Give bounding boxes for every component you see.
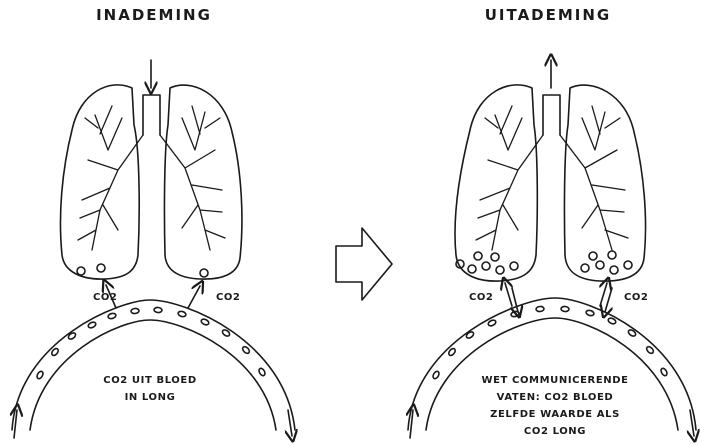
left-lung (60, 85, 139, 279)
transition-arrow-icon (336, 228, 392, 300)
co2-exchange-arrow-right-back (605, 288, 612, 312)
right-lung (164, 85, 241, 279)
left-lung-exhale (455, 85, 537, 281)
co2-arrow-right (188, 286, 200, 308)
caption-exhale: WET COMMUNICERENDE VATEN: CO2 BLOED ZELF… (465, 372, 645, 440)
lungs-inhale (60, 60, 241, 279)
caption-inhale: CO2 UIT BLOED IN LONG (80, 372, 220, 406)
lungs-exhale (455, 60, 646, 281)
co2-exchange-arrow-left (505, 283, 512, 306)
blood-vessel-inhale (12, 285, 295, 438)
co2-label-exhale-right: CO2 (624, 292, 648, 303)
co2-label-inhale-right: CO2 (216, 292, 240, 303)
co2-label-exhale-left: CO2 (469, 292, 493, 303)
co2-exchange-arrow-right (600, 283, 607, 306)
co2-label-inhale-left: CO2 (93, 292, 117, 303)
